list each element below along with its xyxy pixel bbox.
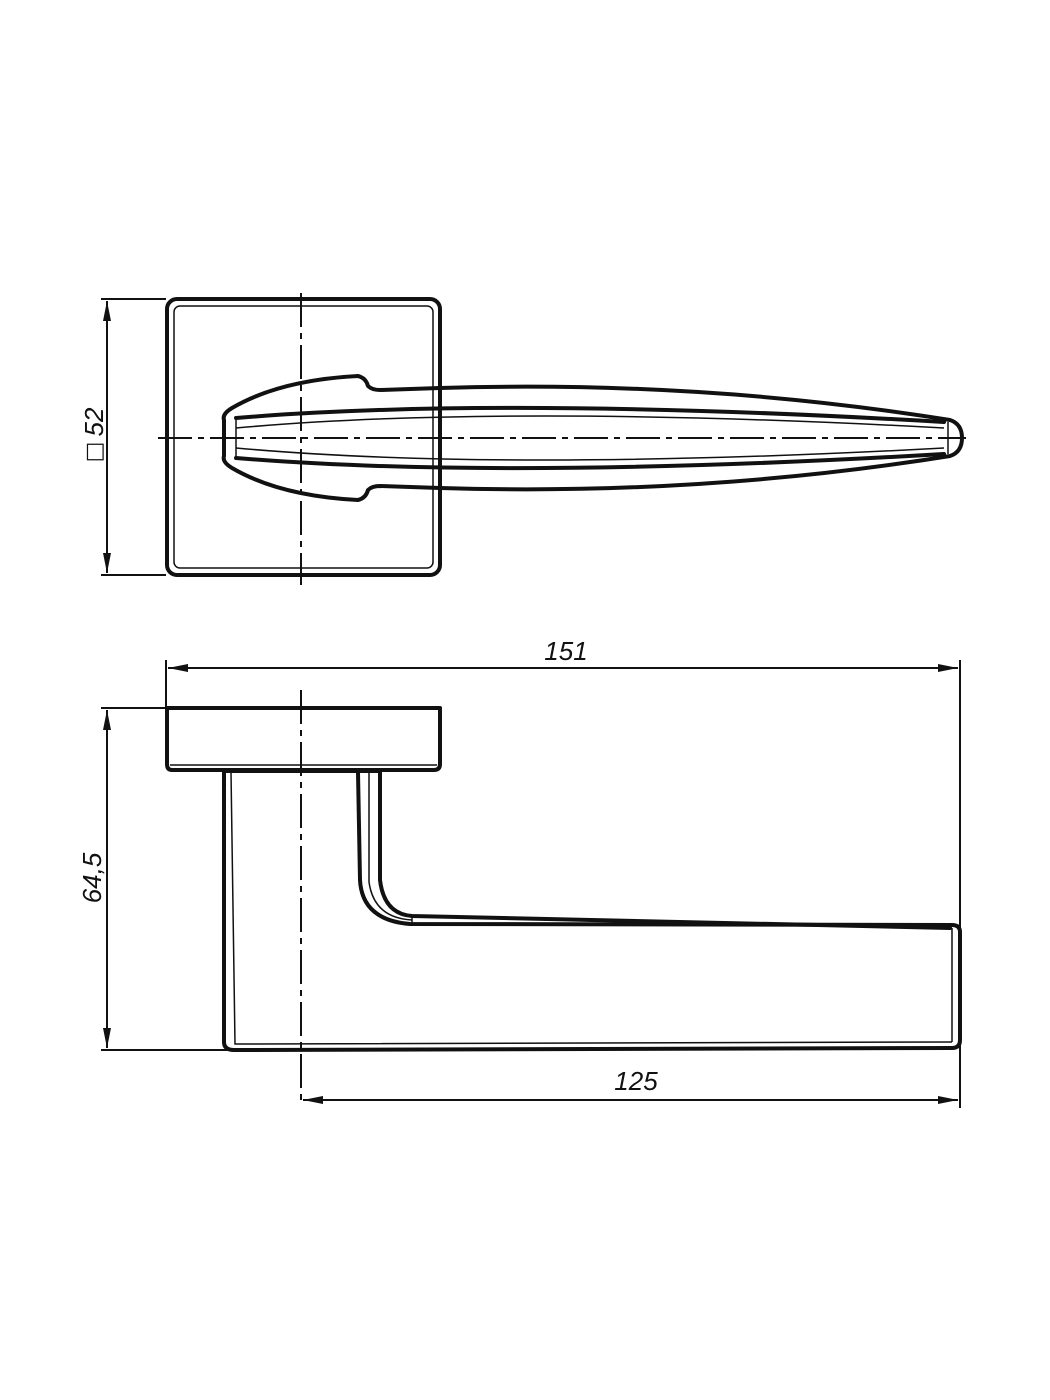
dimension-label-52: 52 xyxy=(79,407,109,436)
lever-top-ridge-upper-2 xyxy=(235,415,945,429)
square-symbol-icon: □ xyxy=(82,442,107,463)
lever-top-ridge-lower-2 xyxy=(235,447,945,461)
dimension-label-64-5: 64,5 xyxy=(77,852,107,903)
dimension-label-151: 151 xyxy=(544,636,587,666)
side-view: 151 64,5 125 xyxy=(77,636,962,1108)
dimension-lever-length: 125 xyxy=(303,1066,958,1104)
top-view: □ 52 xyxy=(79,293,966,585)
lever-top-outline xyxy=(221,374,964,502)
dimension-overall-length: 151 xyxy=(165,636,961,1108)
dimension-rose-size: □ 52 xyxy=(79,298,166,576)
dimension-label-125: 125 xyxy=(614,1066,658,1096)
rose-side-outline xyxy=(165,706,442,772)
lever-side-outline xyxy=(222,770,962,1052)
lever-top-ridge-upper xyxy=(234,405,946,424)
lever-top-ridge-lower xyxy=(234,452,946,471)
dimension-height: 64,5 xyxy=(77,707,230,1051)
lever-side-inner-edge xyxy=(230,771,953,1045)
